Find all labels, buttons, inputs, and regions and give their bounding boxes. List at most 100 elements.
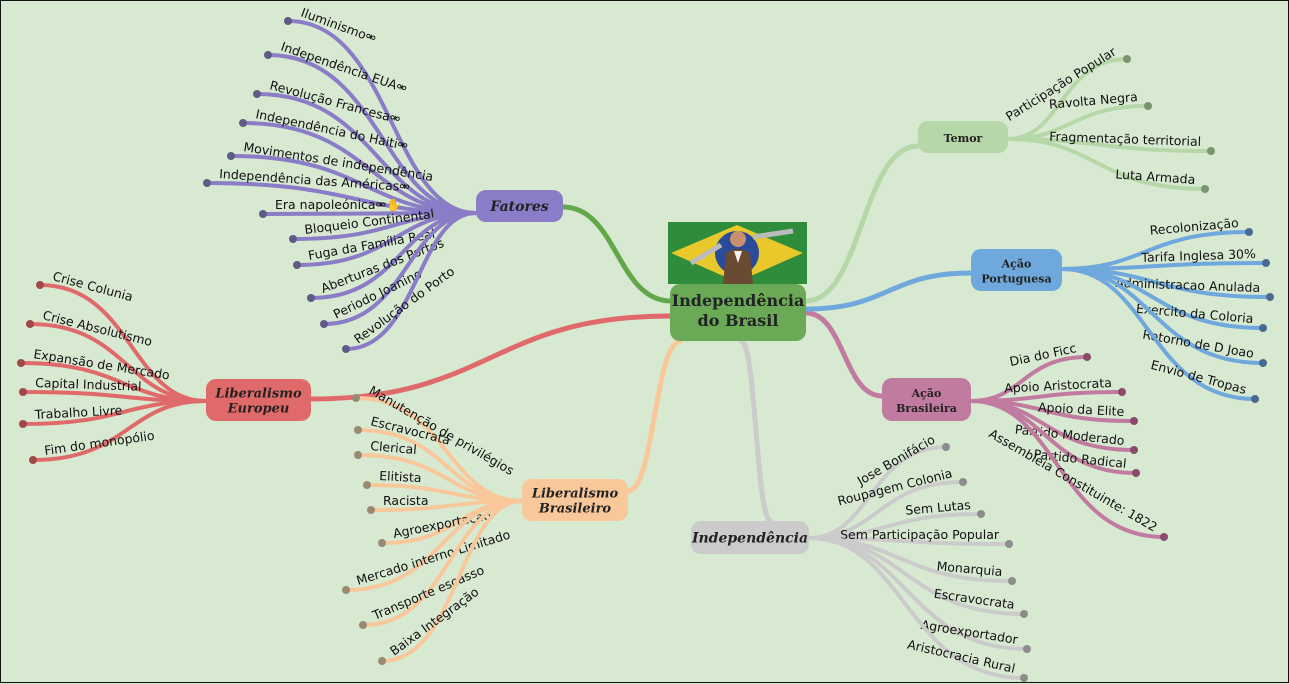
leaf-branch-line (1060, 267, 1257, 401)
leaf-dot (1020, 674, 1028, 682)
leaf-branch-line (255, 92, 478, 215)
temor-connector (803, 143, 921, 304)
links-layer: Iluminismo⚮Independência EUA⚮Revolução F… (17, 5, 1274, 682)
leaf-branch-line (266, 53, 478, 215)
leaf-dot (363, 481, 371, 489)
leaf-dot (289, 235, 297, 243)
leaf-dot (977, 510, 985, 518)
leaf-dot (1201, 185, 1209, 193)
leaf-dot (1005, 540, 1013, 548)
portrait-flag-image (668, 222, 807, 284)
leaf-dot (284, 17, 292, 25)
leaf-label: Tarifa Inglesa 30% (1140, 246, 1256, 265)
leaf-branch-line (344, 499, 524, 592)
node-label: Temor (944, 132, 983, 145)
leaf-branch-line (969, 399, 1166, 539)
independencia-connector (738, 338, 774, 524)
central-title-line2: do Brasil (698, 311, 779, 330)
leaf-label: Sem Lutas (905, 497, 972, 518)
leaf-dot (1023, 645, 1031, 653)
leaf-label: Capital Industrial (35, 375, 142, 394)
fatores-node[interactable]: Fatores (476, 190, 563, 222)
independencia-node[interactable]: Independência (691, 521, 809, 554)
node-label: Independência (691, 531, 808, 547)
leaf-label: Luta Armada (1115, 166, 1196, 187)
leaf-dot (1266, 293, 1274, 301)
node-label: Ação (1001, 258, 1032, 271)
leaf-dot (359, 621, 367, 629)
node-label: Brasileiro (538, 502, 612, 517)
leaf-dot (959, 478, 967, 486)
leaf-dot (1262, 259, 1270, 267)
leaf-dot (1020, 610, 1028, 618)
leaf-dot (29, 456, 37, 464)
leaf-label: Monarquia (936, 558, 1003, 579)
leaf-branch-line (286, 19, 478, 215)
node-box (971, 249, 1062, 291)
node-label: Portuguesa (981, 273, 1051, 286)
acao-portuguesa-connector (803, 270, 974, 312)
leaf-temor[interactable]: Luta Armada (1006, 137, 1209, 193)
leaf-dot (1130, 446, 1138, 454)
central-title-line1: Independência (672, 291, 805, 310)
leaf-branch-line (31, 399, 208, 462)
leaf-label: Envio de Tropas (1149, 357, 1248, 397)
leaf-independencia[interactable]: Monarquia (807, 536, 1016, 585)
leaf-dot (378, 657, 386, 665)
leaf-label: Era napoleónica⚮✋ (275, 197, 402, 212)
leaf-dot (1259, 359, 1267, 367)
leaf-dot (378, 539, 386, 547)
leaf-dot (354, 426, 362, 434)
leaf-independencia[interactable]: Aristocracia Rural (807, 536, 1028, 682)
leaf-dot (253, 90, 261, 98)
node-box (918, 121, 1008, 153)
node-box (882, 378, 971, 421)
leaf-branch-line (1006, 137, 1207, 191)
liberalismo-europeu-connector (308, 313, 674, 402)
leaf-dot (354, 451, 362, 459)
leaf-dot (1251, 395, 1259, 403)
leaf-dot (1259, 324, 1267, 332)
node-label: Ação (911, 387, 942, 400)
leaf-dot (352, 394, 360, 402)
leaf-dot (1123, 55, 1131, 63)
leaf-dot (26, 320, 34, 328)
leaf-label: Racista (383, 493, 429, 508)
leaf-dot (1132, 469, 1140, 477)
leaf-branch-line (295, 211, 478, 267)
node-box (522, 479, 628, 521)
leaf-branch-line (38, 283, 208, 403)
leaf-dot (293, 261, 301, 269)
leaf-label: Apoio Aristocrata (1004, 375, 1112, 396)
leaf-dot (307, 294, 315, 302)
leaf-dot (19, 420, 27, 428)
acao-brasileira-connector (803, 310, 885, 399)
node-label: Liberalismo (531, 487, 619, 502)
liberalismo-brasileiro-connector (625, 338, 684, 494)
leaf-label: Apoio da Elite (1038, 400, 1125, 420)
leaf-dot (942, 443, 950, 451)
leaf-label: Clerical (370, 438, 418, 457)
leaf-dot (342, 345, 350, 353)
leaf-branch-line (322, 211, 478, 326)
leaf-dot (1207, 147, 1215, 155)
leaf-dot (239, 119, 247, 127)
temor-node[interactable]: Temor (918, 121, 1008, 153)
leaf-dot (227, 152, 235, 160)
central-topic-box (670, 284, 806, 341)
leaf-dot (367, 506, 375, 514)
central-topic[interactable]: Independência do Brasil (668, 222, 807, 341)
leaf-branch-line (1006, 57, 1129, 141)
leaf-dot (1083, 353, 1091, 361)
leaf-label: Sem Participação Popular (840, 527, 1000, 542)
leaf-branch-line (344, 211, 478, 351)
leaf-label: Administracao Anulada (1115, 275, 1260, 295)
leaf-dot (36, 281, 44, 289)
leaf-dot (342, 586, 350, 594)
